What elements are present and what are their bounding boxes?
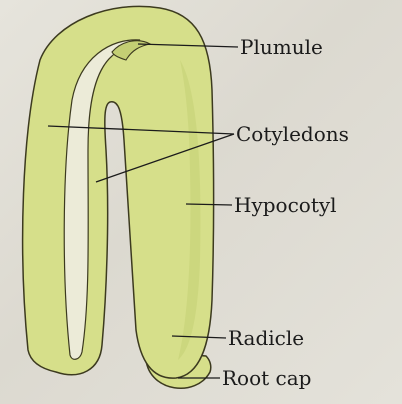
root-cap-label: Root cap xyxy=(222,366,311,390)
cotyledons-label: Cotyledons xyxy=(236,122,349,146)
hypocotyl-label: Hypocotyl xyxy=(234,193,337,217)
radicle-label: Radicle xyxy=(228,326,304,350)
plumule-label: Plumule xyxy=(240,35,323,59)
